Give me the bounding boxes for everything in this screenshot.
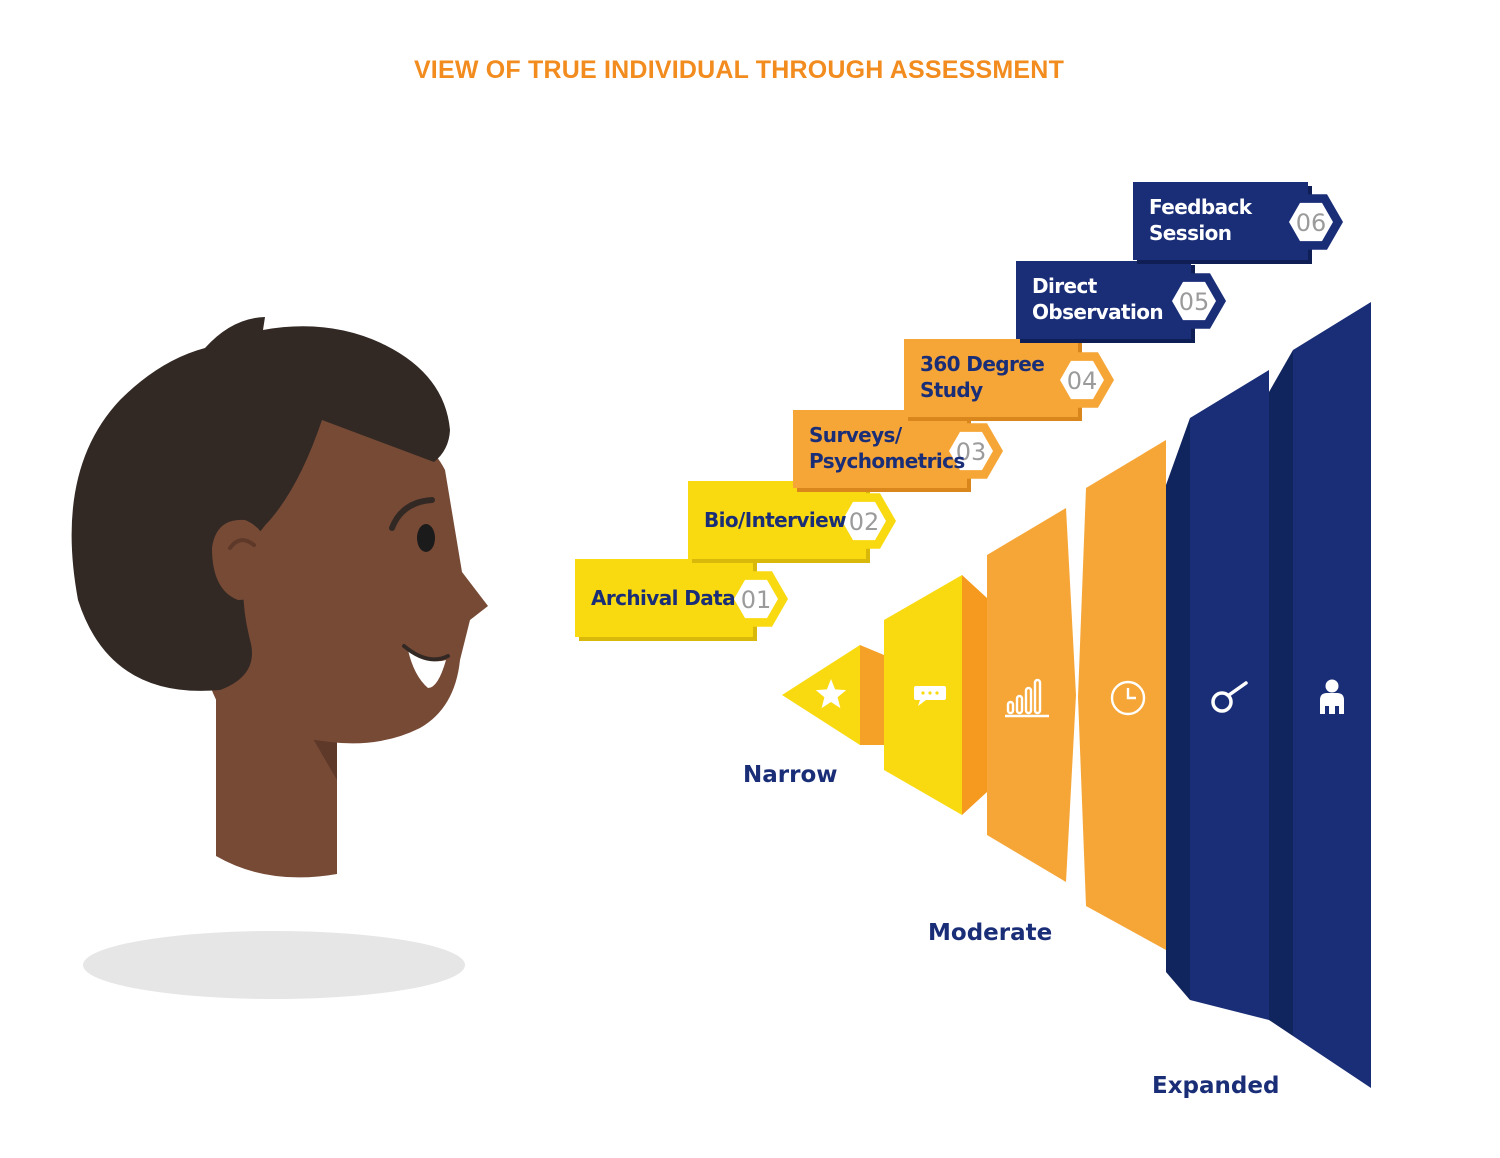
step-tag-body [575, 559, 753, 637]
step-tag-body [904, 339, 1078, 417]
eyebrow [389, 497, 435, 531]
step-label-line: Study [920, 378, 983, 402]
step-label-line: Direct [1032, 274, 1098, 298]
step-number: 04 [1067, 367, 1098, 395]
step-tag-body [793, 410, 967, 488]
mouth-outline [402, 644, 450, 662]
step-number-hexagon [949, 431, 993, 471]
scale-label-expanded: Expanded [1152, 1073, 1280, 1099]
magnifier-icon [1211, 681, 1248, 713]
hair [71, 317, 450, 691]
step-03: 03 Surveys/Psychometrics [793, 410, 1003, 492]
step-label: Bio/Interview [704, 508, 846, 532]
step-label-line: Feedback [1149, 195, 1253, 219]
step-label-line: Observation [1032, 300, 1163, 324]
head-shadow [83, 931, 465, 999]
step-label-line: Psychometrics [809, 449, 965, 473]
head-illustration [71, 317, 488, 999]
bar-chart-icon [1005, 678, 1049, 718]
step-label: Archival Data [591, 586, 735, 610]
eye [417, 524, 435, 552]
step-label-line: Session [1149, 221, 1231, 245]
step-label-line: Surveys/ [809, 423, 903, 447]
ear [212, 519, 270, 600]
ear-shade [228, 538, 256, 550]
star-icon [815, 679, 847, 709]
clock-icon [1110, 680, 1146, 716]
panel-6 [1269, 302, 1371, 1088]
scale-label-moderate: Moderate [928, 920, 1053, 946]
panel-4 [1078, 440, 1166, 950]
step-tag-body [1016, 261, 1191, 339]
step-number: 06 [1296, 209, 1327, 237]
page-title: VIEW OF TRUE INDIVIDUAL THROUGH ASSESSME… [413, 56, 1065, 84]
step-tag-body [1133, 182, 1308, 260]
person-icon [1320, 679, 1344, 714]
step-number: 03 [956, 438, 987, 466]
step-number: 02 [849, 508, 880, 536]
panel-1 [782, 645, 884, 745]
step-number-hexagon [1060, 360, 1104, 400]
scale-label-narrow: Narrow [743, 762, 838, 788]
step-number-hexagon [842, 501, 886, 541]
step-number: 05 [1179, 288, 1210, 316]
chat-icon [914, 686, 946, 706]
step-number: 01 [741, 586, 772, 614]
step-number-hexagon [1172, 281, 1216, 321]
mouth [408, 650, 446, 688]
step-number-hexagon [734, 579, 778, 619]
assessment-funnel [782, 302, 1371, 1088]
step-number-hexagon [1289, 202, 1333, 242]
step-label-line: 360 Degree [920, 352, 1044, 376]
